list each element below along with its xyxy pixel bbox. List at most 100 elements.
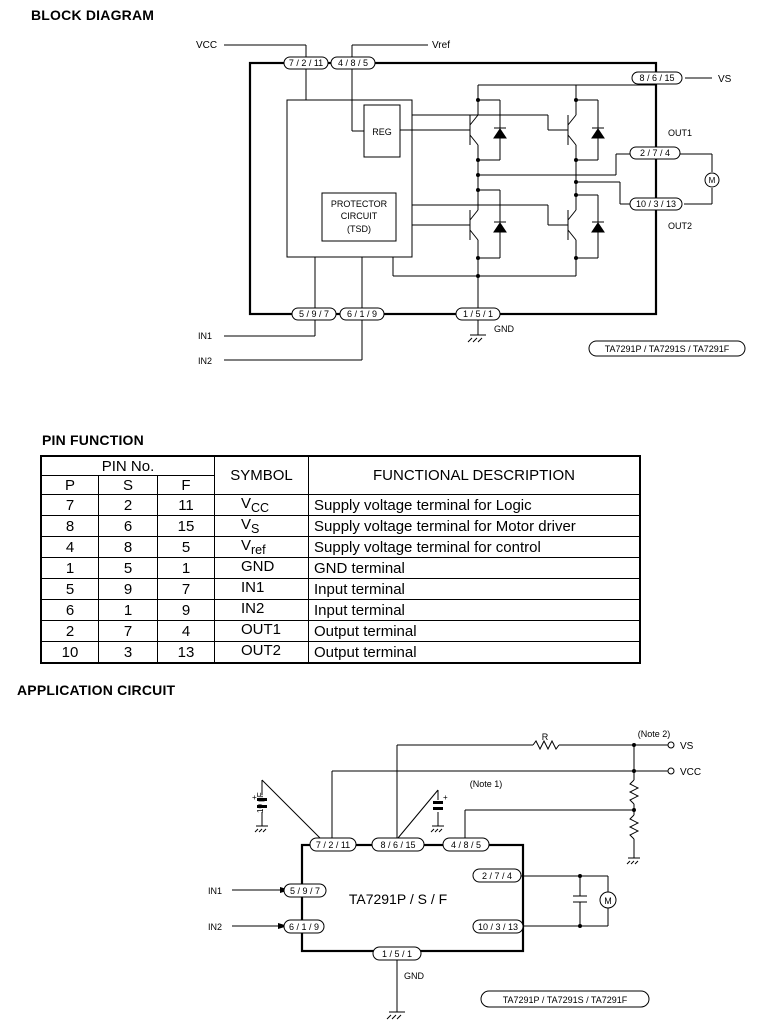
- cell-p: 8: [40, 515, 99, 537]
- cell-f: 13: [157, 641, 215, 664]
- ac-in1-label: IN1: [208, 886, 222, 896]
- bd-pin-out1: 2 / 7 / 4: [640, 148, 670, 158]
- bd-reg-label: REG: [372, 127, 392, 137]
- ac-cap-plus-2: +: [443, 793, 448, 802]
- cell-f: 1: [157, 557, 215, 579]
- cell-s: 7: [98, 620, 158, 642]
- bd-pin-vref: 4 / 8 / 5: [338, 58, 368, 68]
- bd-in2-label: IN2: [198, 356, 212, 366]
- cell-symbol: OUT1: [214, 620, 309, 642]
- pin-function-title: PIN FUNCTION: [42, 432, 144, 448]
- bd-pin-vcc: 7 / 2 / 11: [289, 58, 323, 68]
- table-row: 4 8 5 Vref Supply voltage terminal for c…: [40, 536, 641, 558]
- application-circuit-title: APPLICATION CIRCUIT: [17, 682, 176, 698]
- bd-pin-gnd: 1 / 5 / 1: [463, 309, 493, 319]
- block-diagram: 7 / 2 / 11 4 / 8 / 5 8 / 6 / 15 2 / 7 / …: [196, 40, 746, 366]
- bd-vcc-label: VCC: [196, 40, 217, 51]
- table-row: 1 5 1 GND GND terminal: [40, 557, 641, 579]
- cell-symbol: OUT2: [214, 641, 309, 664]
- cell-desc: Supply voltage terminal for control: [308, 536, 641, 558]
- cell-symbol: GND: [214, 557, 309, 579]
- ac-part-label: TA7291P / TA7291S / TA7291F: [503, 995, 628, 1005]
- cell-symbol: Vref: [214, 536, 309, 558]
- bd-out1-label: OUT1: [668, 128, 692, 138]
- cell-f: 5: [157, 536, 215, 558]
- ac-note1: (Note 1): [470, 779, 503, 789]
- cell-symbol: IN1: [214, 578, 309, 600]
- cell-f: 7: [157, 578, 215, 600]
- cell-s: 1: [98, 599, 158, 621]
- bd-protector-2: CIRCUIT: [341, 211, 378, 221]
- cell-symbol: VS: [214, 515, 309, 537]
- cell-desc: Input terminal: [308, 578, 641, 600]
- bd-gnd-label: GND: [494, 324, 515, 334]
- bd-in1-label: IN1: [198, 331, 212, 341]
- header-f: F: [157, 475, 215, 495]
- cell-desc: Supply voltage terminal for Motor driver: [308, 515, 641, 537]
- table-row: 6 1 9 IN2 Input terminal: [40, 599, 641, 621]
- ac-pin-out1: 2 / 7 / 4: [482, 871, 512, 881]
- cell-desc: Supply voltage terminal for Logic: [308, 494, 641, 516]
- bd-part-label: TA7291P / TA7291S / TA7291F: [605, 344, 730, 354]
- cell-s: 9: [98, 578, 158, 600]
- bd-vs-label: VS: [718, 74, 732, 85]
- ac-motor-icon: M: [604, 896, 612, 906]
- cell-p: 10: [40, 641, 99, 664]
- table-row: 5 9 7 IN1 Input terminal: [40, 578, 641, 600]
- cell-f: 15: [157, 515, 215, 537]
- cell-symbol: IN2: [214, 599, 309, 621]
- cell-s: 8: [98, 536, 158, 558]
- ac-pin-vref: 4 / 8 / 5: [451, 840, 481, 850]
- cell-p: 5: [40, 578, 99, 600]
- bd-out2-label: OUT2: [668, 221, 692, 231]
- block-diagram-title: BLOCK DIAGRAM: [31, 7, 155, 23]
- table-row: 7 2 11 VCC Supply voltage terminal for L…: [40, 494, 641, 516]
- ac-resistor-label: R: [542, 732, 549, 742]
- table-row: 10 3 13 OUT2 Output terminal: [40, 641, 641, 664]
- ic-outline: [248, 61, 658, 316]
- bd-protector-3: (TSD): [347, 224, 371, 234]
- ac-gnd-label: GND: [404, 971, 425, 981]
- ac-pin-vcc: 7 / 2 / 11: [316, 840, 350, 850]
- cell-desc: Output terminal: [308, 641, 641, 664]
- header-p: P: [40, 475, 99, 495]
- cell-p: 1: [40, 557, 99, 579]
- ac-vcc-label: VCC: [680, 767, 701, 778]
- cell-desc: GND terminal: [308, 557, 641, 579]
- cell-p: 4: [40, 536, 99, 558]
- header-description: FUNCTIONAL DESCRIPTION: [308, 455, 641, 495]
- bd-pin-out2: 10 / 3 / 13: [636, 199, 676, 209]
- ac-in2-label: IN2: [208, 922, 222, 932]
- cell-symbol: VCC: [214, 494, 309, 516]
- cell-p: 7: [40, 494, 99, 516]
- bd-pin-vs: 8 / 6 / 15: [639, 73, 674, 83]
- cell-f: 11: [157, 494, 215, 516]
- cell-s: 6: [98, 515, 158, 537]
- cell-p: 6: [40, 599, 99, 621]
- ac-cap-plus: +: [252, 793, 257, 802]
- ac-note2: (Note 2): [638, 729, 671, 739]
- pin-function-table: PIN No. SYMBOL FUNCTIONAL DESCRIPTION P …: [40, 455, 641, 664]
- header-s: S: [98, 475, 158, 495]
- cell-s: 3: [98, 641, 158, 664]
- ac-pin-in2: 6 / 1 / 9: [289, 922, 319, 932]
- cell-s: 5: [98, 557, 158, 579]
- bd-protector-1: PROTECTOR: [331, 199, 388, 209]
- cell-f: 4: [157, 620, 215, 642]
- ac-vs-label: VS: [680, 741, 694, 752]
- bd-vref-label: Vref: [432, 40, 450, 51]
- ac-pin-in1: 5 / 9 / 7: [290, 886, 320, 896]
- ac-chip-label: TA7291P / S / F: [349, 891, 447, 907]
- ac-pin-out2: 10 / 3 / 13: [478, 922, 518, 932]
- ac-cap-label: 10 μF: [256, 792, 265, 813]
- header-pin-no: PIN No.: [40, 455, 215, 476]
- cell-p: 2: [40, 620, 99, 642]
- cell-s: 2: [98, 494, 158, 516]
- table-row: 8 6 15 VS Supply voltage terminal for Mo…: [40, 515, 641, 537]
- table-row: 2 7 4 OUT1 Output terminal: [40, 620, 641, 642]
- ac-pin-vs: 8 / 6 / 15: [380, 840, 415, 850]
- bd-pin-in2: 6 / 1 / 9: [347, 309, 377, 319]
- cell-f: 9: [157, 599, 215, 621]
- bd-motor-icon: M: [709, 176, 716, 185]
- cell-desc: Output terminal: [308, 620, 641, 642]
